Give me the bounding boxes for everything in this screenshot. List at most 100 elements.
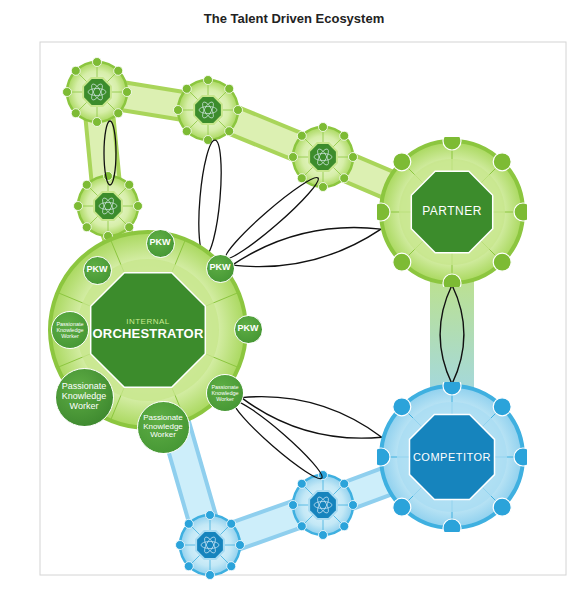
cluster-dot xyxy=(176,541,185,550)
cluster-ring xyxy=(381,141,523,283)
atom-orbit xyxy=(314,502,332,509)
text-group: COMPETITOR xyxy=(377,382,527,532)
atom-orbit xyxy=(315,147,330,166)
cluster-dot xyxy=(74,202,83,211)
cluster-ring xyxy=(381,386,523,528)
cluster-dot xyxy=(182,84,191,93)
cluster-ring xyxy=(180,515,240,575)
cluster-dot xyxy=(319,183,328,192)
member-dot xyxy=(393,153,411,171)
octagon xyxy=(410,415,495,500)
cluster-ring xyxy=(293,475,353,535)
member-dot xyxy=(514,203,527,221)
atom-orbit xyxy=(315,495,330,514)
cluster-octagon xyxy=(83,78,111,106)
octagon xyxy=(91,273,206,388)
member-dot xyxy=(443,519,461,532)
cluster-dot xyxy=(297,131,306,140)
worker-circle: Passionate Knowledge Worker xyxy=(206,374,244,412)
atom-orbit xyxy=(88,89,106,96)
diagram-title: The Talent Driven Ecosystem xyxy=(0,12,588,26)
cluster-node: COMPETITOR xyxy=(377,382,527,532)
member-dot xyxy=(393,398,411,416)
cluster-ring xyxy=(50,232,246,428)
node-title: COMPETITOR xyxy=(413,451,491,463)
cluster-ring xyxy=(78,176,138,236)
cluster-dot xyxy=(206,571,215,580)
cluster-dot xyxy=(82,180,91,189)
cluster-dot xyxy=(114,109,123,118)
cluster-octagon xyxy=(196,531,224,559)
atom-orbit xyxy=(89,82,104,101)
cluster-dot xyxy=(297,522,306,531)
cluster-dot xyxy=(206,511,215,520)
worker-circle: Passionate Knowledge Worker xyxy=(137,401,190,454)
member-dot xyxy=(443,137,461,150)
member-dot xyxy=(377,448,390,466)
worker-circle: Passionate Knowledge Worker xyxy=(55,368,114,427)
cluster-dot xyxy=(349,153,358,162)
worker-label: PKW xyxy=(210,263,231,273)
worker-label: Passionate Knowledge Worker xyxy=(211,384,238,402)
worker-circle: PKW xyxy=(234,315,263,344)
atom-orbit xyxy=(315,147,330,166)
atom-orbit xyxy=(100,196,115,215)
cluster-dot xyxy=(174,106,183,115)
member-dot xyxy=(443,274,461,287)
atom-orbit xyxy=(202,535,217,554)
cluster-dot xyxy=(340,131,349,140)
cluster-dot xyxy=(125,223,134,232)
octagon-halo xyxy=(397,402,507,512)
atom-orbit xyxy=(100,196,115,215)
worker-label: PKW xyxy=(87,265,108,275)
cluster-dot xyxy=(71,66,80,75)
worker-label: Passionate Knowledge Worker xyxy=(62,382,107,412)
cluster-dot xyxy=(234,106,243,115)
cluster-dot xyxy=(227,519,236,528)
member-dot xyxy=(493,153,511,171)
cluster-dot xyxy=(319,123,328,132)
member-dot xyxy=(493,253,511,271)
cluster-octagon xyxy=(309,143,337,171)
member-dot xyxy=(393,498,411,516)
atom-orbit xyxy=(202,535,217,554)
cluster-dot xyxy=(71,109,80,118)
cluster-dot xyxy=(123,88,132,97)
link-loop xyxy=(232,228,381,267)
frame xyxy=(40,42,566,575)
cluster-dot xyxy=(114,66,123,75)
cluster-dot xyxy=(125,180,134,189)
atom-orbit xyxy=(200,100,215,119)
cluster-dot xyxy=(182,127,191,136)
cluster-dot xyxy=(93,58,102,67)
cluster-dot xyxy=(340,174,349,183)
cluster-ring xyxy=(178,80,238,140)
node-title: PARTNER xyxy=(422,205,482,218)
cluster-dot xyxy=(93,118,102,127)
cluster-dot xyxy=(319,531,328,540)
cluster-dot xyxy=(225,127,234,136)
atom-orbit xyxy=(315,495,330,514)
atom-orbit xyxy=(199,107,217,114)
cluster-dot xyxy=(227,562,236,571)
cluster-dot xyxy=(340,479,349,488)
worker-circle: PKW xyxy=(206,254,235,283)
cluster-dot xyxy=(289,501,298,510)
member-dot xyxy=(514,448,527,466)
atom-orbit xyxy=(99,203,117,210)
cluster-ring xyxy=(293,127,353,187)
member-dot xyxy=(443,382,461,395)
cluster-octagon xyxy=(309,491,337,519)
cluster-dot xyxy=(297,174,306,183)
cluster-ring xyxy=(67,62,127,122)
worker-circle: Passionate Knowledge Worker xyxy=(51,311,89,349)
cluster-node: PARTNER xyxy=(377,137,527,287)
node-subtitle: INTERNAL xyxy=(126,318,170,327)
member-dot xyxy=(393,253,411,271)
link-loop xyxy=(241,397,381,438)
small-clusters xyxy=(63,58,358,580)
worker-label: Passionate Knowledge Worker xyxy=(143,414,183,440)
worker-circle: PKW xyxy=(146,229,175,258)
cluster-dot xyxy=(289,153,298,162)
text-group: PARTNER xyxy=(377,137,527,287)
